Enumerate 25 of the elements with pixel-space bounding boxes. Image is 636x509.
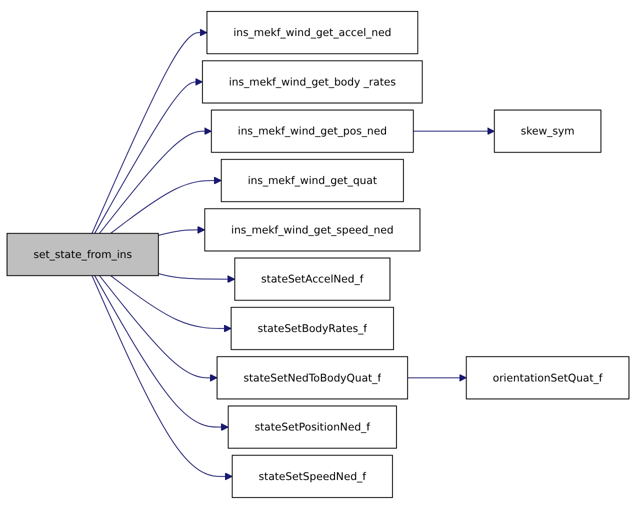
arrow [94, 78, 203, 234]
node-box: ins_mekf_wind_get_accel_ned [206, 11, 418, 54]
arrow [110, 275, 232, 332]
node-box: stateSetBodyRates_f [230, 306, 394, 350]
arrow [94, 275, 229, 431]
node-box: stateSetPositionNed_f [228, 406, 397, 449]
node-box: stateSetAccelNed_f [234, 258, 390, 301]
node-box: set_state_from_ins [6, 232, 159, 276]
node-box: ins_mekf_wind_get_quat [220, 158, 404, 202]
arrow [158, 226, 206, 236]
arrow [158, 273, 236, 284]
node-box: ins_mekf_wind_get_body _rates [202, 60, 423, 104]
arrow [92, 275, 233, 480]
arrow [99, 127, 212, 234]
node-box: stateSetNedToBodyQuat_f [216, 356, 408, 400]
node-box: skew_sym [494, 110, 602, 153]
arrow [407, 374, 467, 382]
node-box: ins_mekf_wind_get_pos_ned [210, 110, 414, 153]
node-box: stateSetSpeedNed_f [232, 454, 393, 498]
node-box: ins_mekf_wind_get_speed_ned [204, 208, 420, 252]
arrow [99, 275, 218, 382]
node-box: orientationSetQuat_f [466, 356, 630, 400]
arrow [110, 176, 222, 234]
arrow [412, 127, 495, 136]
arrow [92, 28, 208, 234]
